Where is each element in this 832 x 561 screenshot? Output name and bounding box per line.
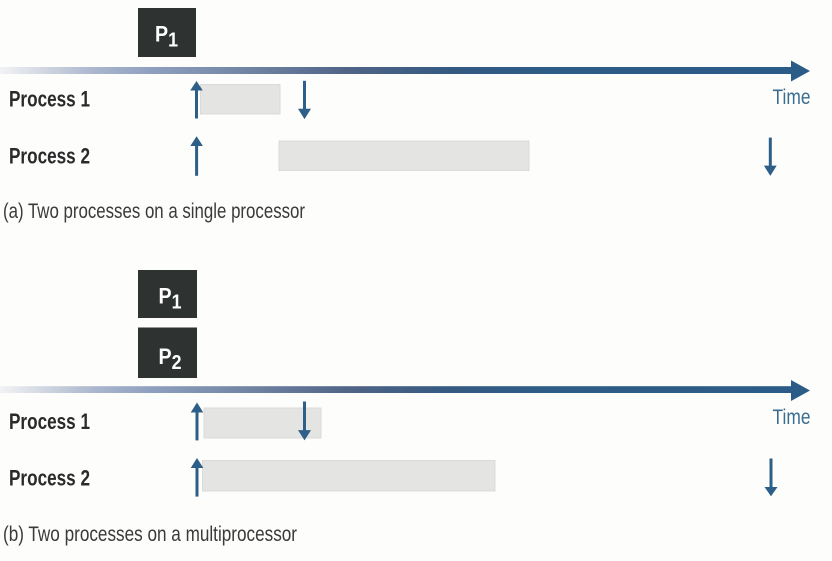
svg-text:Process 1: Process 1 [9, 409, 90, 434]
svg-text:P1: P1 [159, 284, 182, 314]
svg-text:(b) Two processes on a multipr: (b) Two processes on a multiprocessor [3, 522, 297, 546]
svg-text:Process 2: Process 2 [9, 143, 90, 168]
svg-text:Process 1: Process 1 [9, 86, 90, 111]
svg-text:P1: P1 [155, 21, 178, 51]
svg-text:Time: Time [773, 85, 811, 109]
svg-text:Process 2: Process 2 [9, 466, 90, 491]
svg-text:(a) Two processes on a single: (a) Two processes on a single processor [3, 199, 305, 223]
svg-text:Time: Time [773, 405, 811, 429]
svg-text:P2: P2 [159, 344, 182, 374]
